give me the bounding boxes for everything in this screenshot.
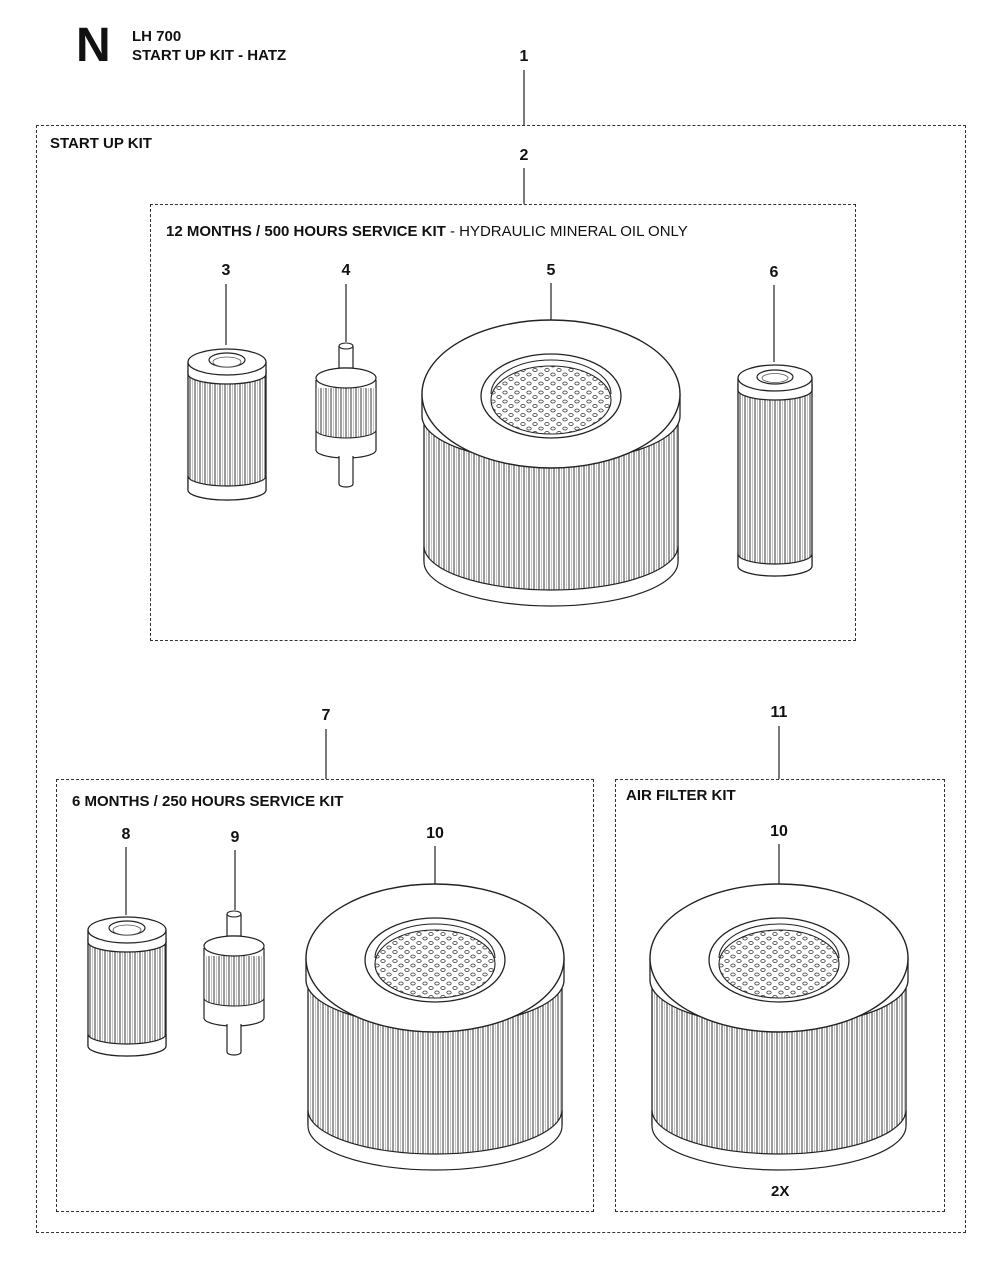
service-kit-6-months-box — [56, 779, 594, 1212]
service-kit-12-months-note: - HYDRAULIC MINERAL OIL ONLY — [445, 223, 688, 240]
callout-5: 5 — [546, 262, 556, 279]
air-filter-quantity: 2X — [771, 1183, 790, 1200]
callout-7: 7 — [321, 707, 331, 724]
callout-10b: 10 — [770, 823, 788, 840]
air-filter-element-icon — [649, 883, 909, 1171]
air-filter-kit-label: AIR FILTER KIT — [626, 787, 736, 804]
callout-2: 2 — [519, 147, 529, 164]
inline-fuel-filter-icon — [315, 342, 377, 488]
hydraulic-filter-cartridge-icon — [737, 364, 813, 577]
service-kit-12-months-box — [150, 204, 856, 641]
page-title: START UP KIT - HATZ — [132, 47, 287, 64]
start-up-kit-box — [36, 125, 966, 1233]
callout-3: 3 — [221, 262, 231, 279]
callout-1: 1 — [519, 48, 529, 65]
air-filter-kit-box — [615, 779, 945, 1212]
model-name: LH 700 — [132, 28, 182, 45]
callout-6: 6 — [769, 264, 779, 281]
service-kit-12-months-label: 12 MONTHS / 500 HOURS SERVICE KIT - HYDR… — [166, 223, 688, 240]
callout-9: 9 — [230, 829, 240, 846]
service-kit-12-months-title: 12 MONTHS / 500 HOURS SERVICE KIT — [166, 223, 446, 240]
callout-4: 4 — [341, 262, 351, 279]
air-filter-element-icon — [421, 319, 681, 607]
service-kit-6-months-label: 6 MONTHS / 250 HOURS SERVICE KIT — [72, 793, 344, 810]
inline-fuel-filter-icon — [203, 910, 265, 1056]
oil-filter-cartridge-icon — [87, 916, 167, 1057]
callout-8: 8 — [121, 826, 131, 843]
oil-filter-cartridge-icon — [187, 348, 267, 501]
callout-11: 11 — [770, 704, 788, 721]
start-up-kit-label: START UP KIT — [50, 135, 152, 152]
air-filter-element-icon — [305, 883, 565, 1171]
section-letter: N — [76, 19, 111, 72]
callout-10a: 10 — [426, 825, 444, 842]
